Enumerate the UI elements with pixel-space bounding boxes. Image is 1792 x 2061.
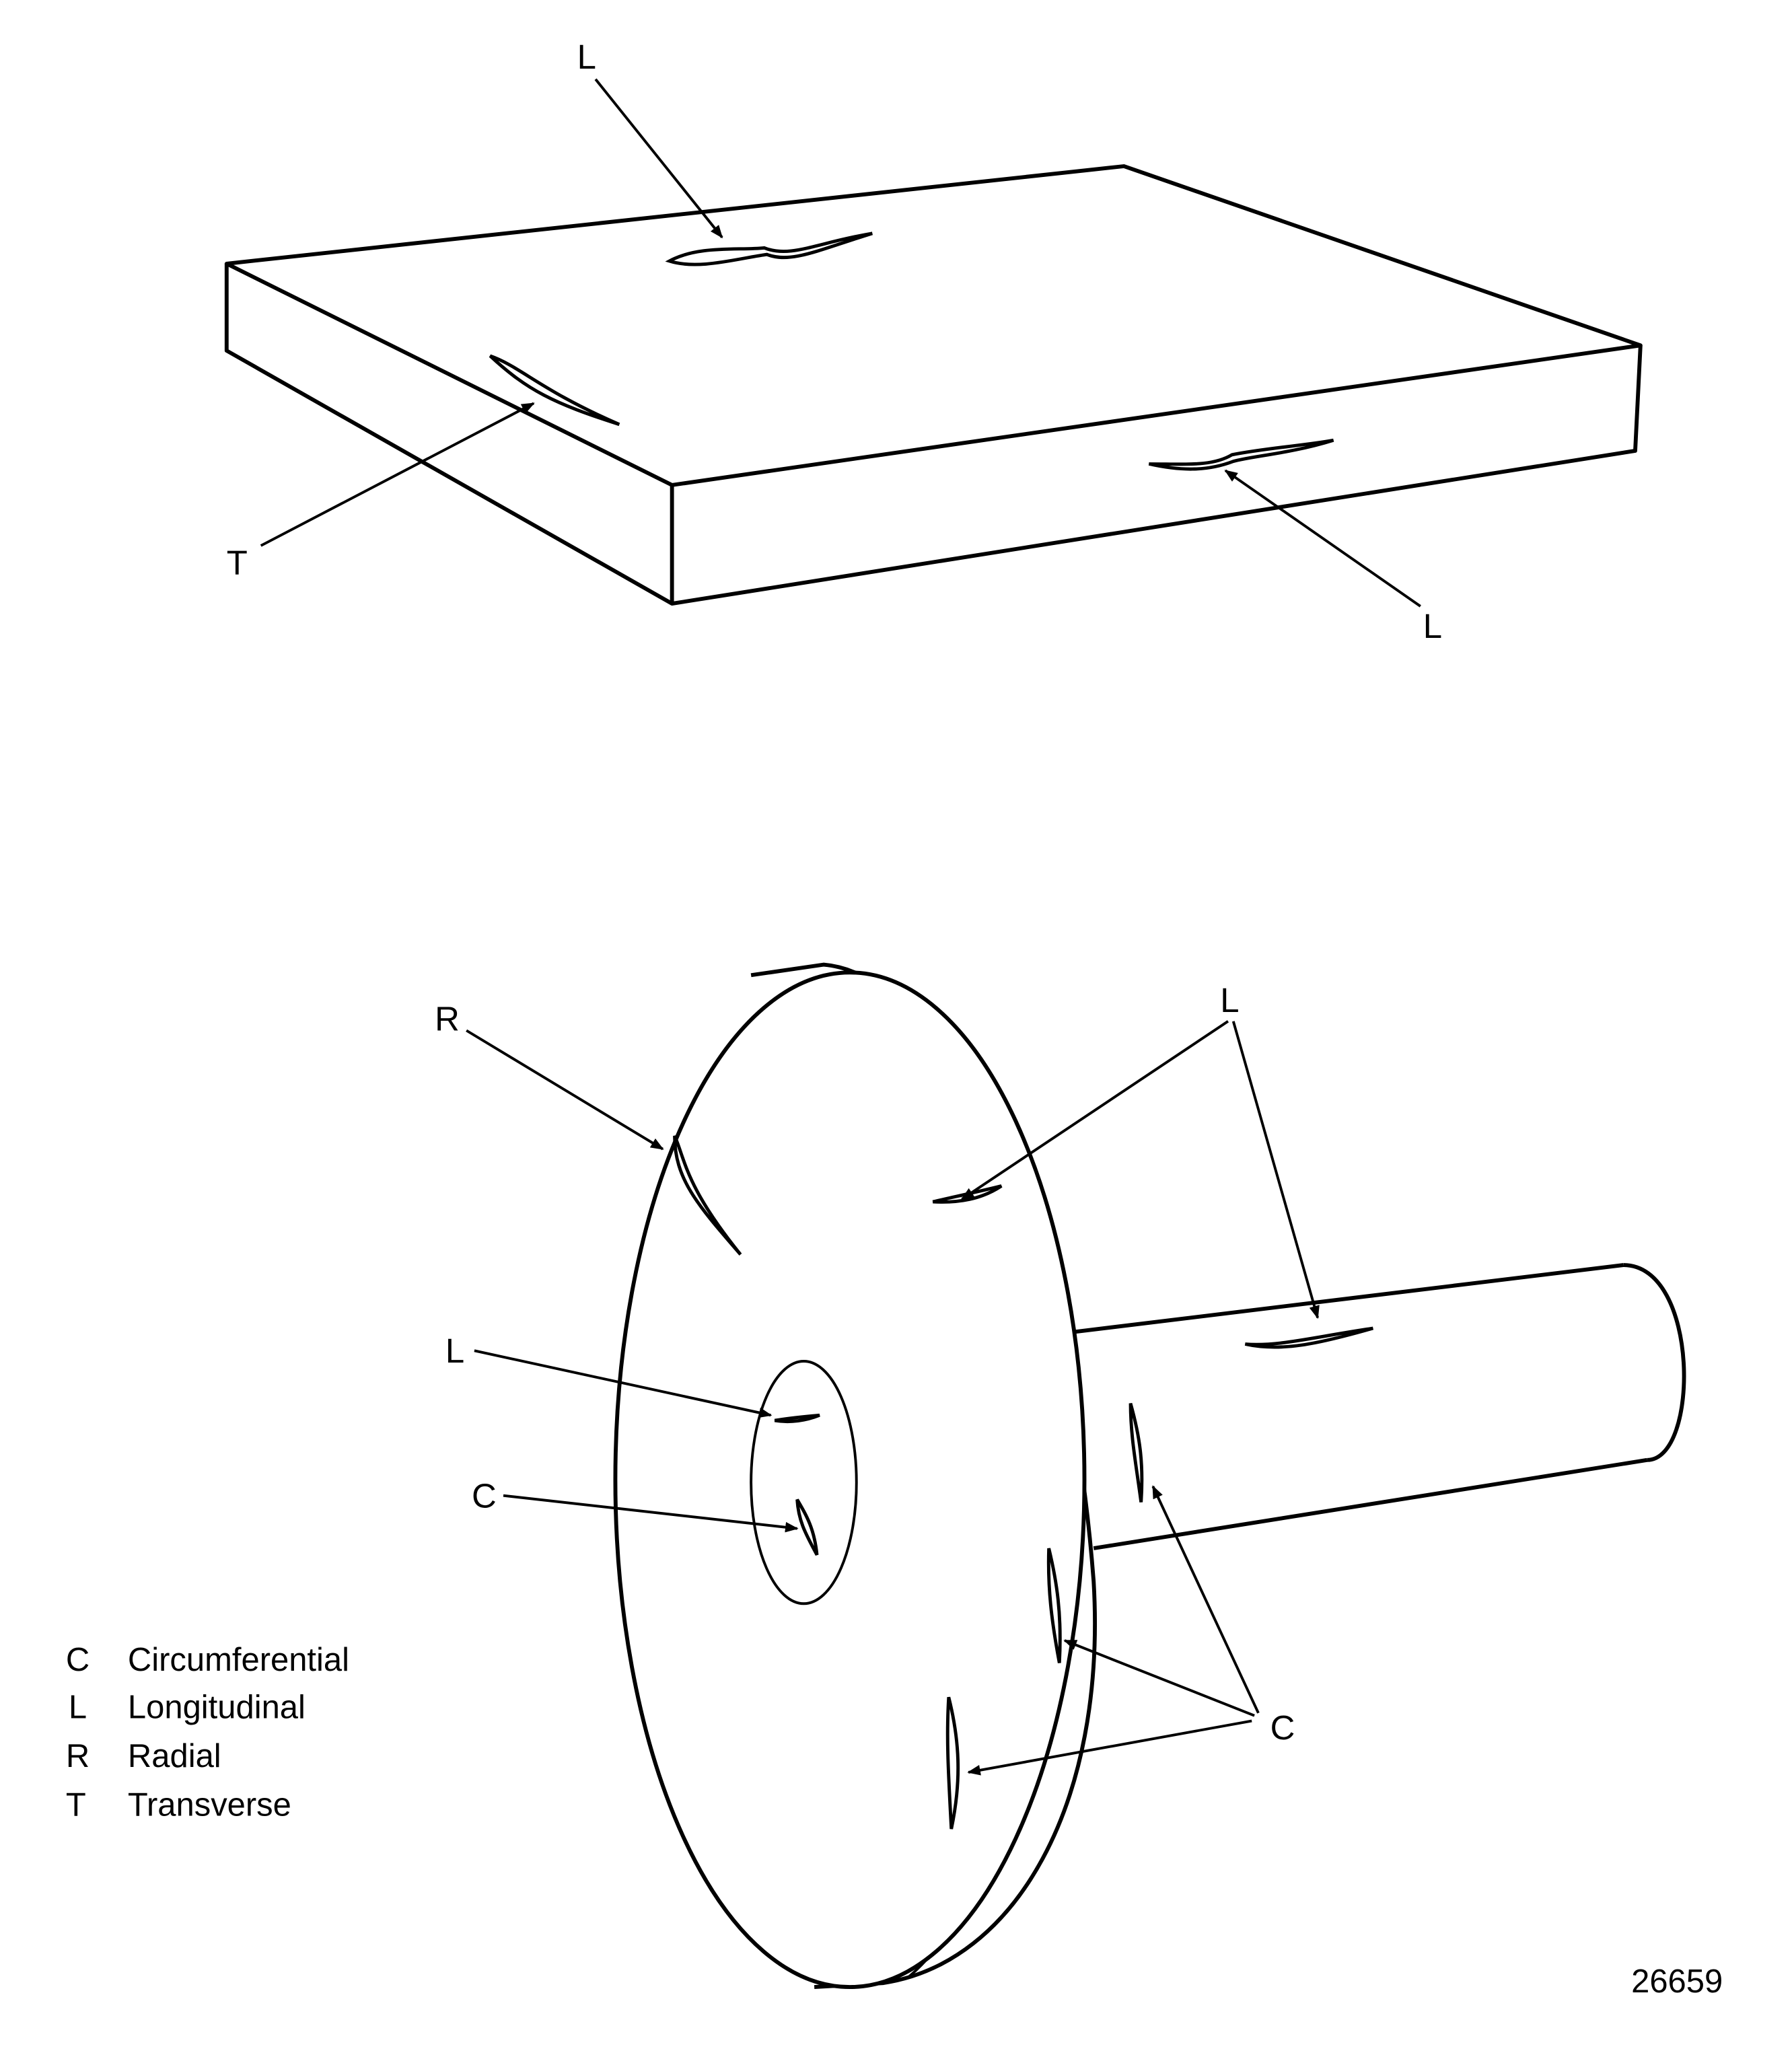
shaft-circumferential-crack (1128, 1402, 1144, 1503)
label-disc-bore-L: L (445, 1332, 464, 1370)
legend-text: Circumferential (128, 1642, 349, 1678)
legend-code: L (69, 1690, 87, 1726)
plate-side-crack (1148, 438, 1334, 471)
legend-code: T (66, 1787, 86, 1823)
label-disc-R: R (435, 999, 460, 1038)
disc-radial-crack (673, 1135, 742, 1256)
legend-code: C (66, 1642, 89, 1678)
shaft-longitudinal-crack (1244, 1326, 1374, 1349)
bore-longitudinal-crack (774, 1413, 820, 1424)
bore-circumferential-crack (795, 1498, 819, 1556)
legend: C Circumferential L Longitudinal R Radia… (66, 1642, 349, 1823)
legend-text: Longitudinal (128, 1690, 306, 1726)
rim-circumferential-crack-2 (945, 1696, 960, 1830)
plate: L T L (224, 38, 1643, 645)
rim-circumferential-crack-1 (1046, 1548, 1062, 1663)
label-plate-top-L: L (577, 38, 596, 76)
disc-rim-longitudinal-crack (932, 1184, 1003, 1204)
figure-number: 26659 (1631, 1963, 1723, 2000)
plate-top-crack (665, 231, 873, 266)
disc-with-shaft: R L L C C (435, 962, 1686, 1990)
legend-text: Transverse (128, 1787, 291, 1823)
legend-code: R (66, 1738, 89, 1774)
label-disc-bore-C: C (472, 1476, 497, 1515)
legend-text: Radial (128, 1738, 221, 1774)
label-disc-rim-L: L (1220, 981, 1239, 1019)
plate-edge-transverse-crack (489, 354, 620, 427)
label-plate-side-L: L (1423, 607, 1442, 645)
label-plate-T: T (227, 544, 248, 582)
label-disc-outer-C: C (1270, 1708, 1295, 1747)
